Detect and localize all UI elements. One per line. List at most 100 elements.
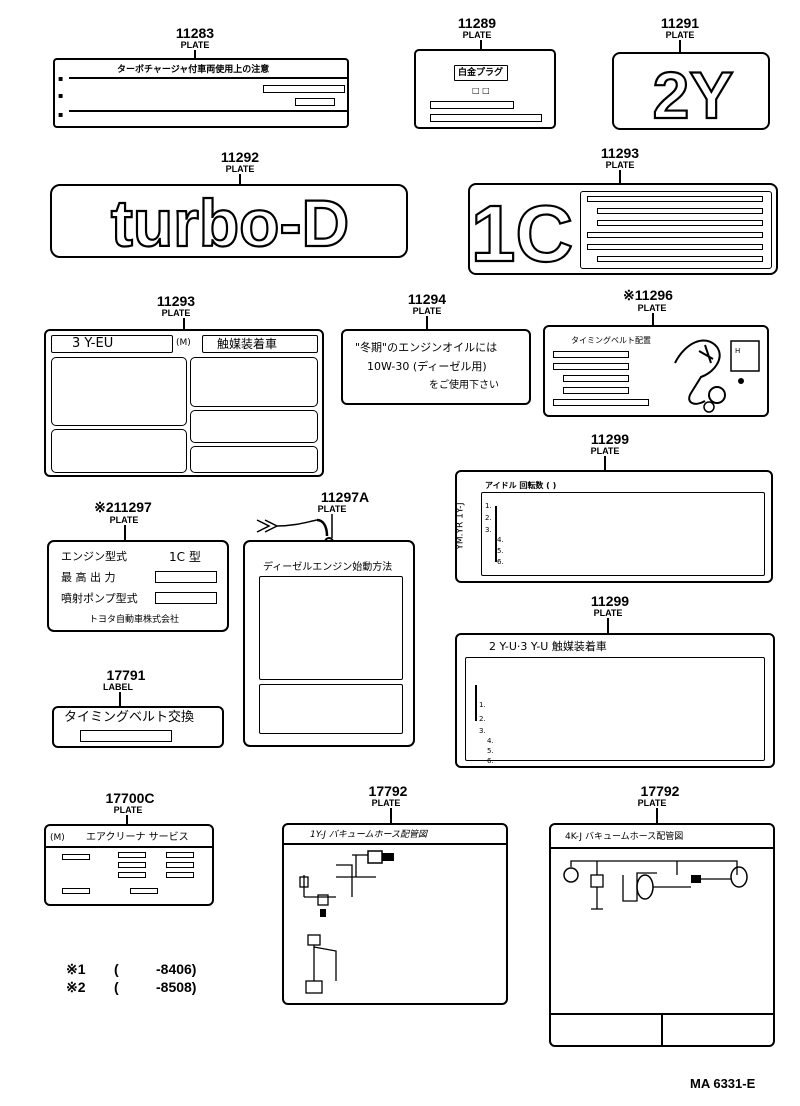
- plate-11296-bar5: [553, 399, 649, 406]
- part-number-11294: 11294: [407, 291, 447, 307]
- plate-17792-4k: 4K-J バキュームホース配管図: [549, 823, 775, 1047]
- plate-17700c-mark: (M): [50, 833, 65, 843]
- plate-17792-1y-title: 1Y-J バキュームホース配管図: [310, 830, 428, 840]
- part-prefix-11296: ※: [623, 287, 635, 303]
- part-number-17792-1y: 17792: [368, 783, 408, 799]
- plate-11293-1c-bar1: [587, 196, 763, 202]
- part-kind-11297: PLATE: [109, 515, 139, 525]
- part-number-11297-value: 11297: [113, 499, 152, 515]
- emblem-1c-text: 1C: [471, 189, 573, 278]
- part-number-11293-3yeu: 11293: [156, 293, 196, 309]
- part-kind-11294: PLATE: [412, 306, 442, 316]
- plate-17700c-bar1: [62, 854, 90, 860]
- plate-11297: エンジン型式 1C 型 最 高 出 力 噴射ポンプ型式 トヨタ自動車株式会社: [47, 540, 229, 632]
- footnote-2-mark: ※2: [66, 979, 86, 995]
- plate-11299-2y-row6: 6.: [487, 757, 494, 765]
- plate-11293-1c-panel: [580, 191, 772, 269]
- plate-11299-2y-row3: 3.: [479, 727, 486, 735]
- plate-11289-title-box: 白金プラグ: [454, 65, 508, 81]
- part-kind-17792-4k: PLATE: [637, 798, 667, 808]
- part-kind-11283: PLATE: [180, 40, 210, 50]
- plate-11299-1y-row3: 3.: [485, 526, 492, 534]
- plate-11299-1y-row1: 1.: [485, 502, 492, 510]
- plate-11297-row2-label: 最 高 出 力: [61, 571, 116, 584]
- plate-11299-2y-row5: 5.: [487, 747, 494, 755]
- part-kind-17700c: PLATE: [113, 805, 143, 815]
- plate-11294-line1: "冬期"のエンジンオイルには: [355, 341, 498, 354]
- plate-11299-2y-row4: 4.: [487, 737, 494, 745]
- label-17791: タイミングベルト交換: [52, 706, 224, 748]
- plate-17792-1y-rule: [284, 843, 506, 845]
- plate-11283-dot3: ▪: [58, 110, 64, 119]
- plate-11294-line3: をご使用下さい: [429, 380, 499, 391]
- plate-11293-3yeu-engine: 3 Y-EU: [72, 336, 114, 351]
- part-kind-11291: PLATE: [665, 30, 695, 40]
- part-kind-11293-1c: PLATE: [605, 160, 635, 170]
- plate-11299-2y-header: 2 Y-U·3 Y-U 触媒装着車: [489, 640, 607, 653]
- plate-11299-1y-side: YM.YR 1Y-J: [455, 502, 466, 550]
- footnote-2-open: (: [114, 979, 119, 995]
- plate-11289-bar1: [430, 101, 514, 109]
- leader-11299-2y: [607, 618, 609, 634]
- part-kind-11296: PLATE: [637, 303, 667, 313]
- plate-11293-3yeu-cell3: [190, 357, 318, 407]
- plate-11293-1c-bar3: [597, 220, 763, 226]
- footnote-1: ※1 ( -8406): [66, 960, 236, 978]
- leader-11294: [426, 316, 428, 330]
- plate-17700c-bar7: [166, 872, 194, 878]
- diagram-code: MA 6331-E: [690, 1076, 756, 1091]
- plate-11299-1y-vline: [495, 506, 497, 562]
- part-kind-11299-2y: PLATE: [593, 608, 623, 618]
- plate-11293-3yeu-catalyst-box: 触媒装着車: [202, 335, 318, 353]
- plate-17700c-rule: [46, 846, 212, 848]
- footnote-2: ※2 ( -8508): [66, 978, 236, 996]
- plate-11297-row3-field: [155, 592, 217, 604]
- plate-17700c-bar9: [130, 888, 158, 894]
- plate-11283-text: ターボチャージャ付車両使用上の注意: [117, 65, 270, 75]
- leader-17700c: [126, 815, 128, 825]
- plate-11293-1c: 1C: [468, 183, 778, 279]
- plate-11283: ターボチャージャ付車両使用上の注意 ▪ ▪ ▪: [53, 58, 349, 128]
- plate-11297-row2-field: [155, 571, 217, 583]
- plate-17792-1y: 1Y-J バキュームホース配管図: [282, 823, 508, 1005]
- leader-11283: [194, 50, 196, 60]
- leader-11296: [652, 313, 654, 325]
- leader-11299-1y: [604, 456, 606, 470]
- svg-text:H: H: [735, 347, 740, 355]
- plate-11296-bar2: [553, 363, 629, 370]
- plate-11297a-panel-lower: [259, 684, 403, 734]
- plate-11299-1y-row2: 2.: [485, 514, 492, 522]
- plate-11296-bar3: [563, 375, 629, 382]
- footnote-1-open: (: [114, 961, 119, 977]
- plate-17700c-bar2: [118, 852, 146, 858]
- plate-11283-rule: [69, 77, 347, 79]
- plate-11289-bar2: [430, 114, 542, 122]
- plate-11296-bar1: [553, 351, 629, 358]
- timing-belt-figure: H: [674, 339, 760, 413]
- plate-11289-text: 白金プラグ: [458, 68, 504, 78]
- leader-11293-3yeu: [183, 318, 185, 330]
- plate-11297a-hanger: [256, 514, 334, 547]
- plate-11296: タイミングベルト配置 H: [543, 325, 769, 417]
- part-number-11289: 11289: [457, 15, 497, 31]
- plate-11299-1y-header: アイドル 回転数 ( ): [485, 481, 557, 490]
- part-number-11296: ※11296: [608, 288, 688, 302]
- plate-17700c-bar4: [118, 872, 146, 878]
- footnote-1-range: -8406): [156, 961, 197, 977]
- plate-17792-4k-rule: [551, 847, 773, 849]
- emblem-1c: 1C: [470, 188, 574, 279]
- plate-11293-3yeu-cell4: [190, 410, 318, 443]
- part-number-17792-4k: 17792: [640, 783, 680, 799]
- label-17791-field: [80, 730, 172, 742]
- vacuum-hose-diagram-4k: [563, 860, 748, 910]
- plate-11299-2y: 2 Y-U·3 Y-U 触媒装着車 1. 2. 3. 4. 5. 6.: [455, 633, 775, 768]
- plate-11293-1c-bar5: [587, 244, 763, 250]
- emblem-2y-text: 2Y: [653, 58, 734, 132]
- part-kind-11293-3yeu: PLATE: [161, 308, 191, 318]
- footnote-1-mark: ※1: [66, 961, 86, 977]
- part-number-11296-value: 11296: [634, 287, 673, 303]
- footnote-2-range: -8508): [156, 979, 197, 995]
- part-number-11283: 11283: [175, 25, 215, 41]
- plate-11293-3yeu-engine-box: 3 Y-EU: [51, 335, 173, 353]
- plate-11299-1y-row4: 4.: [497, 536, 504, 544]
